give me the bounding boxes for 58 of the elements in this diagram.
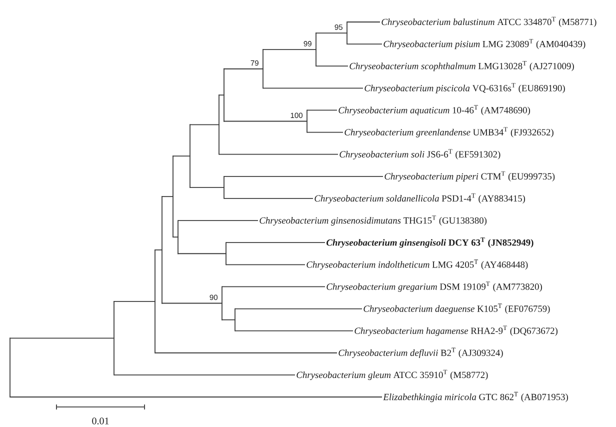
branch-line <box>218 154 338 155</box>
branch-line <box>172 236 178 238</box>
taxon-label: Chryseobacterium indoltheticum LMG 4205$^{T}$ (AY468448) <box>306 260 528 270</box>
branch-line <box>218 94 224 96</box>
branch-line <box>316 32 348 34</box>
taxon-label: Chryseobacterium pisium LMG 23089$^{T}$ (AM040439) <box>384 38 586 50</box>
branch-line <box>224 176 384 177</box>
branch-line <box>262 49 264 89</box>
branch-line <box>262 49 316 50</box>
branch-line <box>10 338 114 339</box>
branch-line <box>306 110 338 111</box>
branch-line <box>234 330 354 332</box>
branch-line <box>234 308 362 310</box>
taxon-label: Chryseobacterium greenlandense UMB34$^{T}$ (FJ932652) <box>344 127 554 138</box>
branch-line <box>154 249 162 250</box>
taxon-label: Chryseobacterium soli JS6-6$^{T}$ (EF591302) <box>340 149 500 160</box>
branch-line <box>346 22 348 44</box>
branch-line <box>262 88 364 89</box>
branch-line <box>172 156 174 238</box>
taxon-label: Chryseobacterium scophthalmum LMG13028$^{T}$ (AJ271009) <box>350 61 574 72</box>
taxon-label: Chryseobacterium piscicola VQ-6316s$^{T}$ (EU869190) <box>364 83 565 94</box>
taxon-label: Chryseobacterium piperi CTM$^{T}$ (EU999735) <box>384 171 555 182</box>
branch-line <box>114 300 156 302</box>
taxon-label: Chryseobacterium ginsenosidimutans THG15$^{T}$ (GU138380) <box>260 215 487 226</box>
taxon-label: Chryseobacterium hagamense RHA2-9$^{T}$ (DQ673672) <box>354 326 558 336</box>
taxon-label: Chryseobacterium gregarium DSM 19109$^{T}$ (AM773820) <box>326 282 542 292</box>
taxon-label: Chryseobacterium ginsengisoli DCY 63$^{T}$ (JN852949) <box>326 238 534 248</box>
branch-line <box>172 156 190 157</box>
taxon-label: Chryseobacterium defluvii B2$^{T}$ (AJ309324) <box>338 348 503 358</box>
branch-line <box>154 352 338 354</box>
branch-line <box>178 220 258 221</box>
branch-line <box>190 187 224 188</box>
taxon-label: Chryseobacterium aquaticum 10-46$^{T}$ (AM748690) <box>338 105 530 116</box>
branch-line <box>162 302 222 304</box>
branch-line <box>224 120 308 122</box>
scale-label: 0.01 <box>92 418 109 424</box>
taxon-label: Chryseobacterium balustinum ATCC 334870$^{T}$ (M58771) <box>382 16 596 28</box>
branch-line <box>224 198 314 199</box>
branch-line <box>154 249 156 354</box>
branch-line <box>226 242 326 244</box>
taxon-label: Chryseobacterium daeguense K105$^{T}$ (EF076759) <box>364 304 550 314</box>
taxon-label: Chryseobacterium soldanellicola PSD1-4$^{T}$ (AY883415) <box>314 193 525 204</box>
branch-line <box>226 264 306 266</box>
taxon-label: Elizabethkingia miricola GTC 862$^{T}$ (AB071953) <box>383 392 568 402</box>
branch-line <box>306 110 308 133</box>
branch-line <box>306 132 344 133</box>
branch-line <box>224 68 264 70</box>
branch-line <box>178 253 226 254</box>
branch-line <box>190 124 220 126</box>
branch-line <box>218 94 220 155</box>
branch-line <box>222 286 326 288</box>
branch-line <box>222 319 236 320</box>
branch-line <box>162 196 174 198</box>
branch-line <box>316 66 348 67</box>
branch-line <box>10 396 382 398</box>
taxon-label: Chryseobacterium gleum ATCC 35910$^{T}$ (M58772) <box>296 370 488 380</box>
branch-line <box>114 374 296 376</box>
branch-line <box>234 308 236 332</box>
